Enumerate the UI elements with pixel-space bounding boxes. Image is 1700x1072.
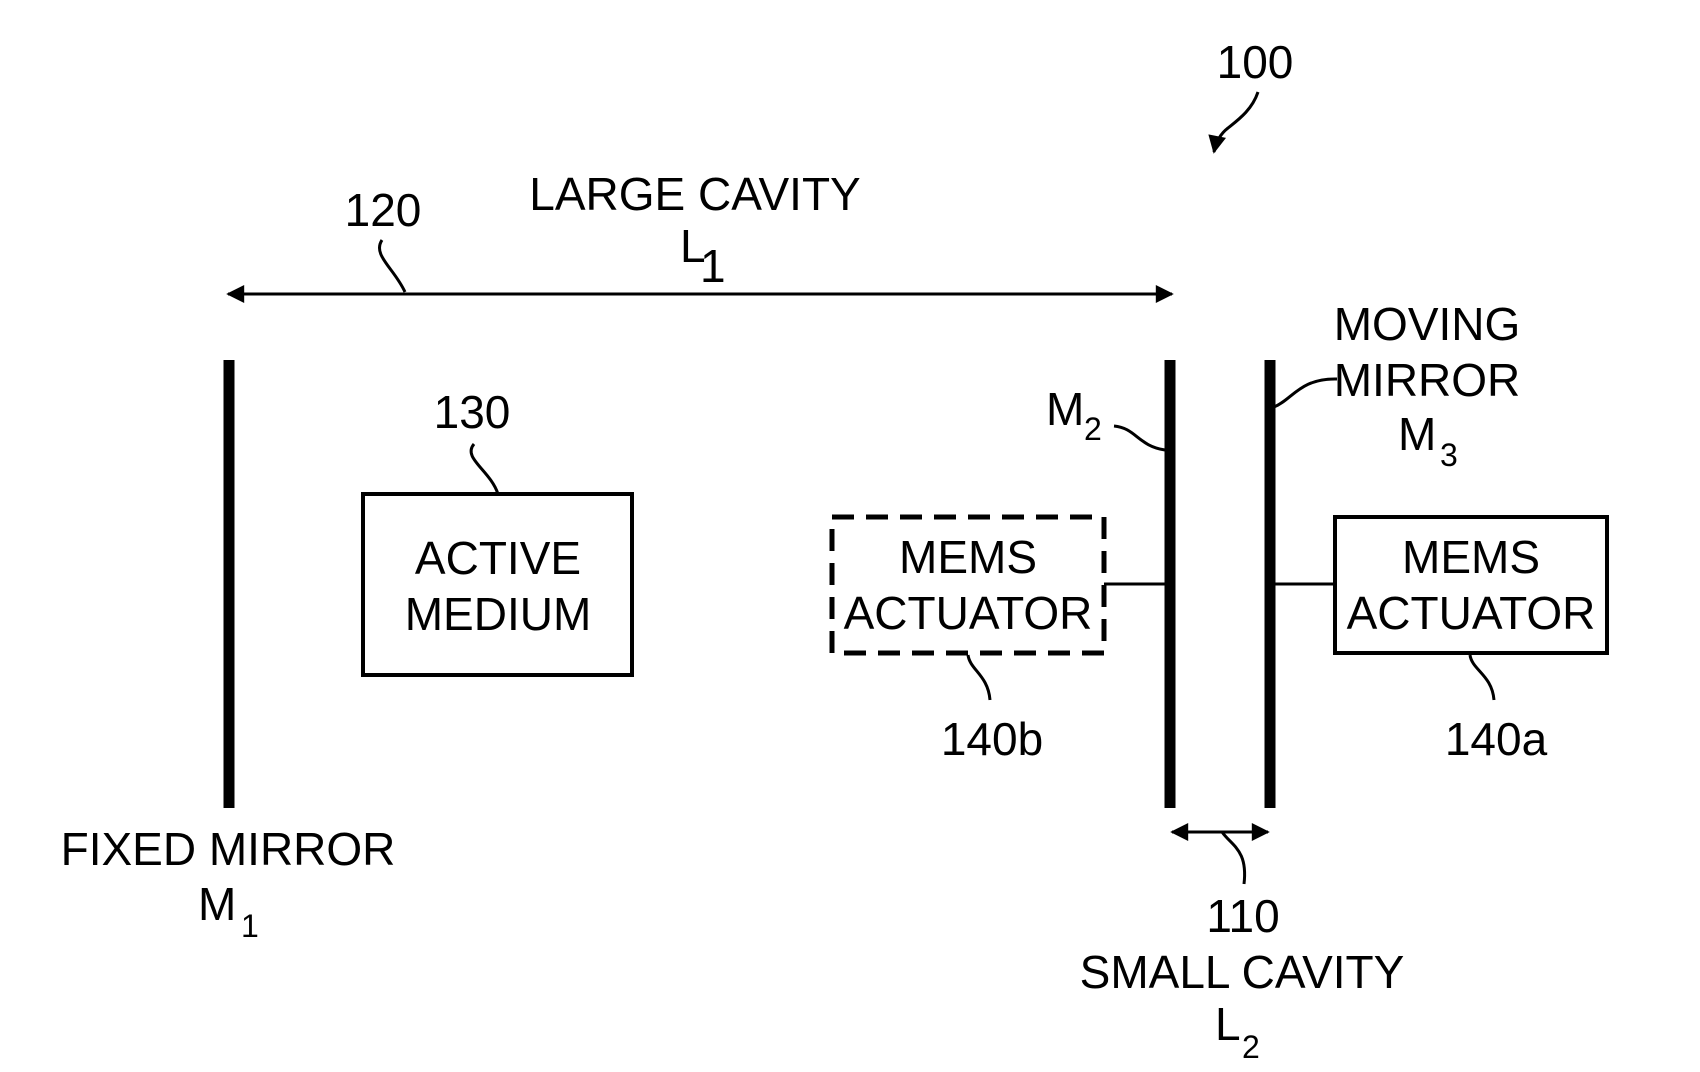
fixed-mirror-symbol: M [198,878,236,930]
mems-actuator-b-line2: ACTUATOR [844,587,1093,639]
ref-100-label: 100 [1217,36,1294,88]
mirror-m2-subscript: 2 [1084,411,1102,447]
mirror-m2-symbol: M [1046,383,1084,435]
ref-110-label: 110 [1206,890,1279,942]
ref-130-label: 130 [434,386,511,438]
moving-mirror-symbol: M [1398,408,1436,460]
mirror-m2-leader [1114,426,1165,450]
small-cavity-label: SMALL CAVITY [1080,946,1405,998]
ref-120-label: 120 [345,184,422,236]
ref-120-leader [379,240,405,292]
moving-mirror-subscript: 3 [1440,437,1458,473]
active-medium-box [363,494,632,675]
ref-140a-leader [1470,655,1494,700]
small-cavity-symbol: L [1215,998,1241,1050]
ref-140b-leader [968,655,990,700]
mems-actuator-a-line2: ACTUATOR [1347,587,1596,639]
mems-actuator-a-line1: MEMS [1402,531,1540,583]
large-cavity-subscript: 1 [700,240,726,292]
active-medium-line1: ACTIVE [415,532,581,584]
active-medium-line2: MEDIUM [405,588,592,640]
small-cavity-subscript: 2 [1242,1029,1260,1065]
ref-100-arrow [1214,92,1258,152]
moving-mirror-line2: MIRROR [1334,354,1521,406]
mems-actuator-b-line1: MEMS [899,531,1037,583]
fixed-mirror-label: FIXED MIRROR [61,823,396,875]
ref-140b-label: 140b [941,713,1043,765]
large-cavity-label: LARGE CAVITY [529,168,860,220]
moving-mirror-line1: MOVING [1334,298,1521,350]
fixed-mirror-subscript: 1 [241,908,259,944]
ref-130-leader [471,444,498,494]
ref-140a-label: 140a [1445,713,1548,765]
ref-110-leader [1222,832,1245,884]
moving-mirror-leader [1274,379,1337,407]
